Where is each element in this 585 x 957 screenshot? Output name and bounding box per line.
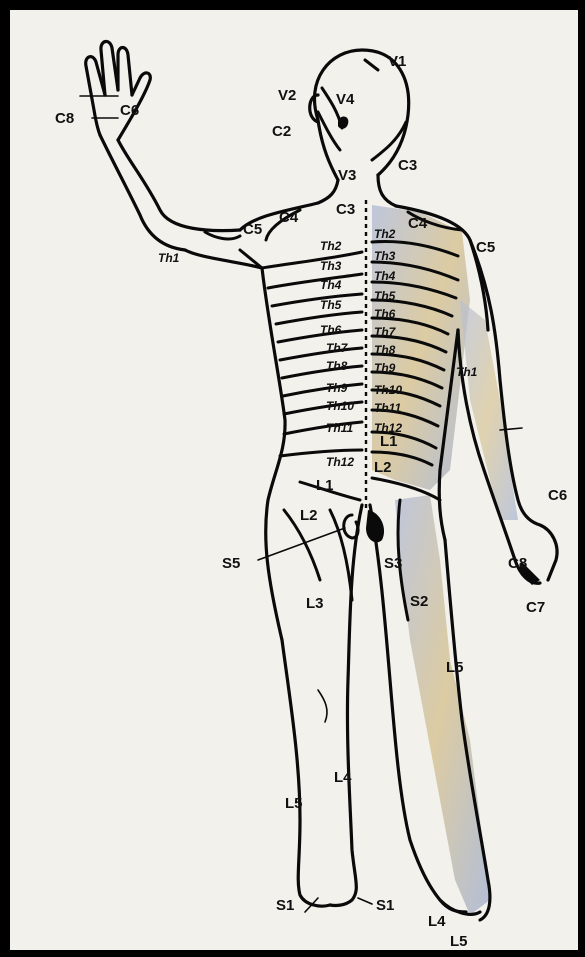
label-th7-left: Th7 [326,341,349,355]
label-c8-left: C8 [55,110,74,127]
label-th1-left: Th1 [158,251,180,265]
label-l5-right: L5 [446,659,464,676]
label-th10-right: Th10 [374,383,402,397]
label-s1-left: S1 [276,897,294,914]
label-l4-left: L4 [334,769,352,786]
label-th9-right: Th9 [374,361,396,375]
label-l2-left: L2 [300,507,318,524]
label-c8-right: C8 [508,555,527,572]
label-s5: S5 [222,555,240,572]
label-c6-right: C6 [548,487,567,504]
label-th7-right: Th7 [374,325,397,339]
label-th10-left: Th10 [326,399,354,413]
label-th3-right: Th3 [374,249,396,263]
label-th5-left: Th5 [320,298,342,312]
label-th4-left: Th4 [320,278,342,292]
label-l5-foot: L5 [450,933,468,950]
label-v3: V3 [338,167,356,184]
label-c4-left: C4 [279,209,299,226]
label-th11-right: Th11 [374,401,401,415]
label-s2: S2 [410,593,428,610]
label-c3-left: C3 [336,201,355,218]
label-th6-right: Th6 [374,307,396,321]
label-v4: V4 [336,91,355,108]
label-th11-left: Th11 [326,421,353,435]
label-c5-left: C5 [243,221,262,238]
label-th8-right: Th8 [374,343,396,357]
label-s3: S3 [384,555,402,572]
label-th8-left: Th8 [326,359,348,373]
label-th9-left: Th9 [326,381,348,395]
label-th1-right: Th1 [456,365,478,379]
label-c2: C2 [272,123,291,140]
label-c7: C7 [526,599,545,616]
label-l1-left: L1 [316,477,334,494]
label-c5-right: C5 [476,239,495,256]
label-th2-right: Th2 [374,227,396,241]
label-l1-right: L1 [380,433,398,450]
label-th4-right: Th4 [374,269,396,283]
label-l3: L3 [306,595,324,612]
label-th6-left: Th6 [320,323,342,337]
label-l5-left: L5 [285,795,303,812]
label-v1: V1 [388,53,406,70]
label-th2-left: Th2 [320,239,342,253]
label-v2: V2 [278,87,296,104]
label-l2-right: L2 [374,459,392,476]
label-th3-left: Th3 [320,259,342,273]
label-th5-right: Th5 [374,289,396,303]
label-c6-hand: C6 [120,102,139,119]
label-c4-right: C4 [408,215,428,232]
label-l4-right: L4 [428,913,446,930]
label-th12-left: Th12 [326,455,354,469]
label-s1-right: S1 [376,897,394,914]
label-c3-neck: C3 [398,157,417,174]
